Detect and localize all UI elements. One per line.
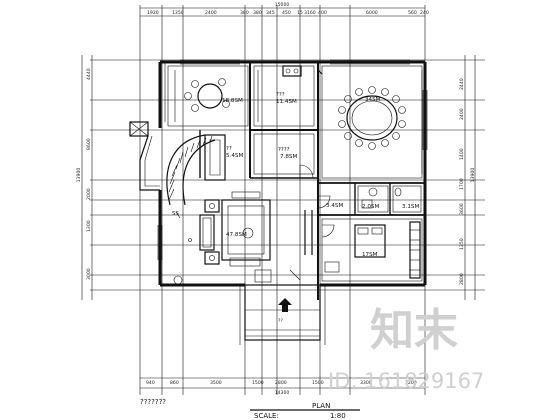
- bottom-dim-3: 3500: [210, 380, 222, 386]
- room-area-dining: 34SM: [365, 97, 381, 103]
- left-dimension-chain: 13900 4440 8600 2000 1300 3000: [76, 55, 93, 300]
- top-dim-3: 2400: [205, 10, 217, 16]
- top-dim-1: 1920: [147, 10, 159, 16]
- bottom-dim-5: 2800: [275, 380, 287, 386]
- top-dim-13: 240: [420, 10, 429, 16]
- room-bedroom: 17SM: [321, 218, 423, 282]
- top-dim-9: 3160: [304, 10, 316, 16]
- top-dim-10: 400: [318, 10, 327, 16]
- title-block: ??????? PLAN SCALE: 1:80: [140, 398, 360, 420]
- bottom-overall-dimension: 14300: [275, 390, 290, 396]
- top-dim-2: 1350: [172, 10, 184, 16]
- top-dim-12: 560: [408, 10, 417, 16]
- top-dim-4: 380: [240, 10, 249, 16]
- bottom-dim-6: 1500: [312, 380, 324, 386]
- right-dim-2: 2400: [459, 108, 465, 120]
- bathroom-2: 3.1SM: [392, 185, 422, 213]
- right-dim-4: 1700: [459, 178, 465, 190]
- corridor-small: 3.4SM: [317, 195, 343, 209]
- bottom-dim-4: 1500: [252, 380, 264, 386]
- right-dim-6: 1350: [459, 238, 465, 250]
- staircase: SS: [166, 134, 226, 217]
- room-area-middle-right: 7.8SM: [280, 154, 297, 160]
- watermark-id: ID: 161829167: [328, 369, 484, 393]
- left-dim-3: 2000: [86, 188, 92, 200]
- room-area-corridor: 3.4SM: [326, 203, 343, 209]
- right-dim-1: 2440: [459, 78, 465, 90]
- watermark-brand: 知末: [370, 305, 458, 356]
- room-tea: 18.8SM: [167, 65, 249, 127]
- interior-walls: [199, 62, 425, 300]
- room-area-kitchen: 11.4SM: [276, 99, 297, 105]
- bottom-dim-8: 1200: [405, 380, 417, 386]
- plan-label: PLAN: [312, 402, 330, 410]
- top-dimension-chain: 15000 1920 1350 2400 380 380 345 450 15 …: [140, 2, 429, 17]
- entry-porch: ??: [239, 284, 326, 345]
- room-kitchen: ??? 11.4SM: [253, 65, 323, 127]
- room-label-middle-right: ????: [278, 147, 290, 153]
- bottom-dimension-chain: 940 860 3500 1500 2800 1500 3300 1200 14…: [140, 377, 425, 396]
- room-area-bedroom: 17SM: [362, 252, 378, 258]
- right-dim-7: 2800: [459, 273, 465, 285]
- right-dim-5: 3600: [459, 203, 465, 215]
- top-dim-7: 450: [282, 10, 291, 16]
- left-dim-1: 4440: [86, 68, 92, 80]
- right-overall-dimension: 13900: [470, 168, 476, 183]
- top-dim-11: 6000: [366, 10, 378, 16]
- entry-arrow-icon: [278, 298, 292, 312]
- drawing-title: ???????: [140, 398, 166, 406]
- top-dim-5: 380: [253, 10, 262, 16]
- left-dim-2: 8600: [86, 138, 92, 150]
- right-dim-3: 1400: [459, 148, 465, 160]
- scale-label: SCALE:: [254, 412, 279, 420]
- exterior-walls: [158, 60, 427, 287]
- top-dim-6: 345: [266, 10, 275, 16]
- window-marks: [157, 59, 428, 260]
- entry-level-mark: ??: [278, 318, 283, 324]
- left-overall-dimension: 13900: [76, 168, 82, 183]
- room-middle-left: ?? 5.4SM: [226, 146, 243, 159]
- top-overall-dimension: 15000: [275, 2, 290, 8]
- room-area-middle-left: 5.4SM: [226, 153, 243, 159]
- stair-label: SS: [172, 211, 179, 217]
- room-dining: 34SM: [321, 65, 423, 179]
- left-dim-4: 1300: [86, 220, 92, 232]
- left-dim-5: 3000: [86, 268, 92, 280]
- dining-chairs: [338, 86, 406, 150]
- room-area-tea: 18.8SM: [222, 98, 243, 104]
- room-area-bath-2: 3.1SM: [402, 204, 419, 210]
- bottom-dim-7: 3300: [360, 380, 372, 386]
- room-area-living: 47.8SM: [226, 232, 247, 238]
- scale-value: 1:80: [330, 412, 346, 420]
- room-label-kitchen: ???: [276, 92, 285, 98]
- top-dim-8: 15: [297, 10, 303, 16]
- bay-window: [129, 121, 160, 191]
- room-label-middle-left: ??: [226, 146, 232, 152]
- watermark: 知末 ID: 161829167: [328, 305, 484, 393]
- room-area-bath-1: 2.0SM: [362, 204, 379, 210]
- bottom-dim-1: 940: [146, 380, 155, 386]
- bottom-dim-2: 860: [170, 380, 179, 386]
- bathroom-1: 2.0SM: [357, 185, 389, 213]
- room-living: 47.8SM: [173, 191, 301, 285]
- right-dimension-chain: 13900 2440 2400 1400 1700 3600 1350 2800: [459, 55, 476, 300]
- room-middle-right: ???? 7.8SM: [253, 133, 315, 179]
